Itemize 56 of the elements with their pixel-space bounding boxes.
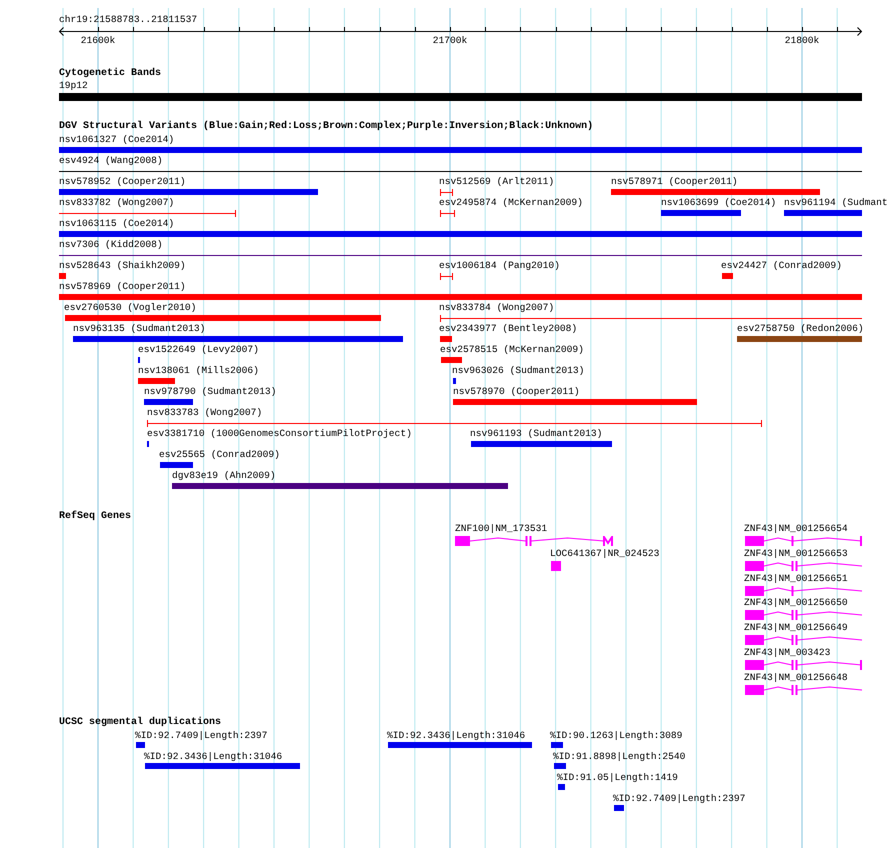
- variant-label: esv1522649 (Levy2007): [138, 344, 259, 356]
- gene-label: ZNF43|NM_003423: [744, 647, 832, 659]
- variant-label: nsv978790 (Sudmant2013): [144, 386, 276, 398]
- variant-label: esv2758750 (Redon2006): [737, 323, 864, 335]
- variant-label: nsv963135 (Sudmant2013): [73, 323, 206, 335]
- duplication-label: %ID:92.7409|Length:2397: [613, 793, 746, 805]
- variant-label: esv2760530 (Vogler2010): [64, 302, 198, 314]
- track-heading: UCSC segmental duplications: [59, 717, 222, 729]
- gene-label: ZNF43|NM_001256651: [744, 573, 849, 585]
- variant-label: esv4924 (Wang2008): [59, 155, 164, 167]
- variant-label: esv2495874 (McKernan2009): [439, 197, 583, 209]
- variant-label: esv24427 (Conrad2009): [721, 260, 842, 272]
- variant-label: nsv1061327 (Coe2014): [59, 134, 176, 146]
- variant-label: esv2343977 (Bentley2008): [439, 323, 578, 335]
- variant-label: nsv512569 (Arlt2011): [439, 176, 554, 188]
- gene-label: LOC641367|NR_024523: [550, 548, 660, 560]
- duplication-label: %ID:92.7409|Length:2397: [135, 730, 268, 742]
- variant-label: nsv578971 (Cooper2011): [611, 176, 739, 188]
- duplication-label: %ID:91.8898|Length:2540: [553, 751, 686, 763]
- axis-tick-label: 21600k: [80, 35, 116, 47]
- cytoband-label: 19p12: [59, 80, 89, 92]
- duplication-label: %ID:90.1263|Length:3089: [550, 730, 682, 742]
- variant-label: esv2578515 (McKernan2009): [440, 344, 584, 356]
- variant-label: nsv961193 (Sudmant2013): [470, 428, 604, 440]
- variant-label: esv25565 (Conrad2009): [159, 449, 280, 461]
- gene-label: ZNF43|NM_001256653: [744, 548, 849, 560]
- variant-label: nsv7306 (Kidd2008): [59, 239, 164, 251]
- gene-label: ZNF43|NM_001256654: [744, 523, 849, 535]
- variant-label: nsv833782 (Wong2007): [59, 197, 176, 209]
- track-heading: Cytogenetic Bands: [59, 68, 162, 80]
- variant-label: nsv528643 (Shaikh2009): [59, 260, 186, 272]
- chromosome-position: chr19:21588783..21811537: [59, 14, 198, 26]
- variant-label: nsv833783 (Wong2007): [147, 407, 264, 419]
- variant-label: esv3381710 (1000GenomesConsortiumPilotProject): [147, 428, 412, 440]
- track-heading: DGV Structural Variants (Blue:Gain;Red:Loss;Brown:Complex;Purple:Inversion;Black:Unknown): [59, 121, 594, 133]
- variant-label: esv1006184 (Pang2010): [439, 260, 560, 272]
- variant-label: nsv833784 (Wong2007): [439, 302, 556, 314]
- gene-label: ZNF100|NM_173531: [455, 523, 548, 535]
- axis-tick-label: 21800k: [784, 35, 820, 47]
- gene-label: ZNF43|NM_001256650: [744, 597, 849, 609]
- variant-label: nsv578952 (Cooper2011): [59, 176, 187, 188]
- variant-label: nsv138061 (Mills2006): [138, 365, 259, 377]
- variant-label: nsv1063115 (Coe2014): [59, 218, 176, 230]
- variant-label: nsv963026 (Sudmant2013): [452, 365, 584, 377]
- duplication-label: %ID:91.05|Length:1419: [557, 772, 678, 784]
- gene-label: ZNF43|NM_001256648: [744, 672, 849, 684]
- variant-label: nsv1063699 (Coe2014): [661, 197, 776, 209]
- track-heading: RefSeq Genes: [59, 511, 132, 523]
- variant-label: nsv961194 (Sudmant: [784, 197, 888, 209]
- variant-label: nsv578969 (Cooper2011): [59, 281, 187, 293]
- axis-tick-label: 21700k: [432, 35, 468, 47]
- gene-label: ZNF43|NM_001256649: [744, 622, 849, 634]
- duplication-label: %ID:92.3436|Length:31046: [387, 730, 526, 742]
- variant-label: nsv578970 (Cooper2011): [453, 386, 581, 398]
- variant-label: dgv83e19 (Ahn2009): [172, 470, 277, 482]
- duplication-label: %ID:92.3436|Length:31046: [144, 751, 284, 763]
